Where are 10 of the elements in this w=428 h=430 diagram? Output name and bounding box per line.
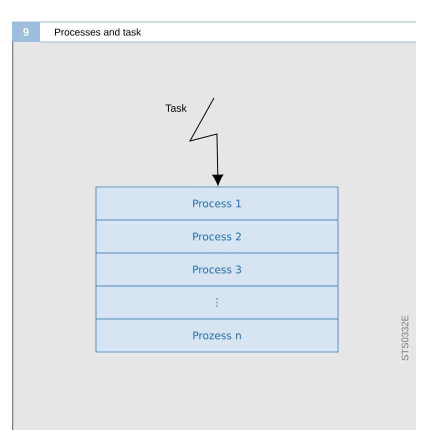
heading: Processes and task	[55, 28, 142, 36]
process-box: Process 3	[96, 252, 338, 286]
figure-code: STS0332E	[402, 316, 408, 360]
task-label: Task	[165, 104, 187, 112]
figure-number: 9	[12, 22, 40, 42]
process-box: Prozess n	[96, 318, 338, 352]
process-box: Process 2	[96, 220, 338, 254]
lightning-arrow	[188, 98, 224, 186]
process-box: Process 1	[96, 186, 338, 220]
process-box: ⋮	[96, 286, 338, 320]
